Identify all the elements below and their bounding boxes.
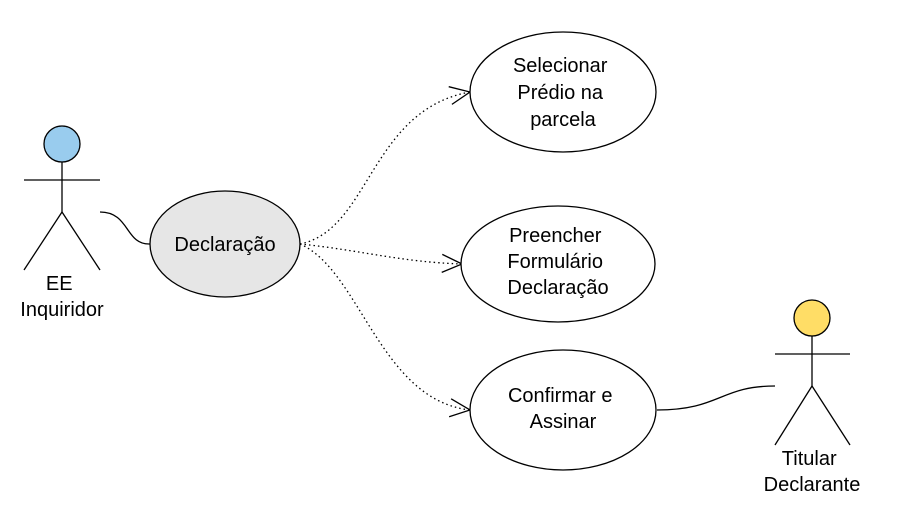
use-case-preencher-formulario[interactable]: Preencher Formulário Declaração	[460, 205, 656, 323]
actor-head-icon	[793, 299, 831, 337]
use-case-label: Declaração	[174, 234, 275, 256]
actor-label: Titular Declarante	[764, 448, 861, 496]
use-case-confirmar-assinar[interactable]: Confirmar e Assinar	[469, 349, 657, 471]
actor-head-icon	[43, 125, 81, 163]
actor-leg-left	[774, 385, 813, 446]
association-ee-declaracao	[99, 211, 151, 245]
use-case-label: Selecionar Prédio na parcela	[513, 55, 613, 131]
use-case-ellipse	[460, 205, 656, 323]
dependency-to-selecionar	[299, 86, 472, 245]
use-case-ellipse	[469, 31, 657, 153]
use-case-label: Confirmar e Assinar	[508, 385, 618, 433]
use-case-selecionar-predio[interactable]: Selecionar Prédio na parcela	[469, 31, 657, 153]
actor-leg-right	[811, 385, 851, 446]
dependency-to-preencher	[299, 243, 464, 273]
dependency-to-confirmar	[299, 243, 472, 418]
actor-label: EE Inquiridor	[20, 273, 104, 321]
use-case-ellipse	[149, 190, 301, 298]
actor-leg-right	[61, 211, 101, 271]
use-case-declaracao[interactable]: Declaração	[149, 190, 301, 298]
use-case-ellipse	[469, 349, 657, 471]
use-case-label: Preencher Formulário Declaração	[507, 225, 608, 299]
actor-titular-declarante[interactable]: Titular Declarante	[764, 299, 861, 496]
actor-leg-left	[23, 211, 63, 271]
actor-ee-inquiridor[interactable]: EE Inquiridor	[20, 125, 104, 321]
association-confirmar-titular	[656, 385, 776, 411]
